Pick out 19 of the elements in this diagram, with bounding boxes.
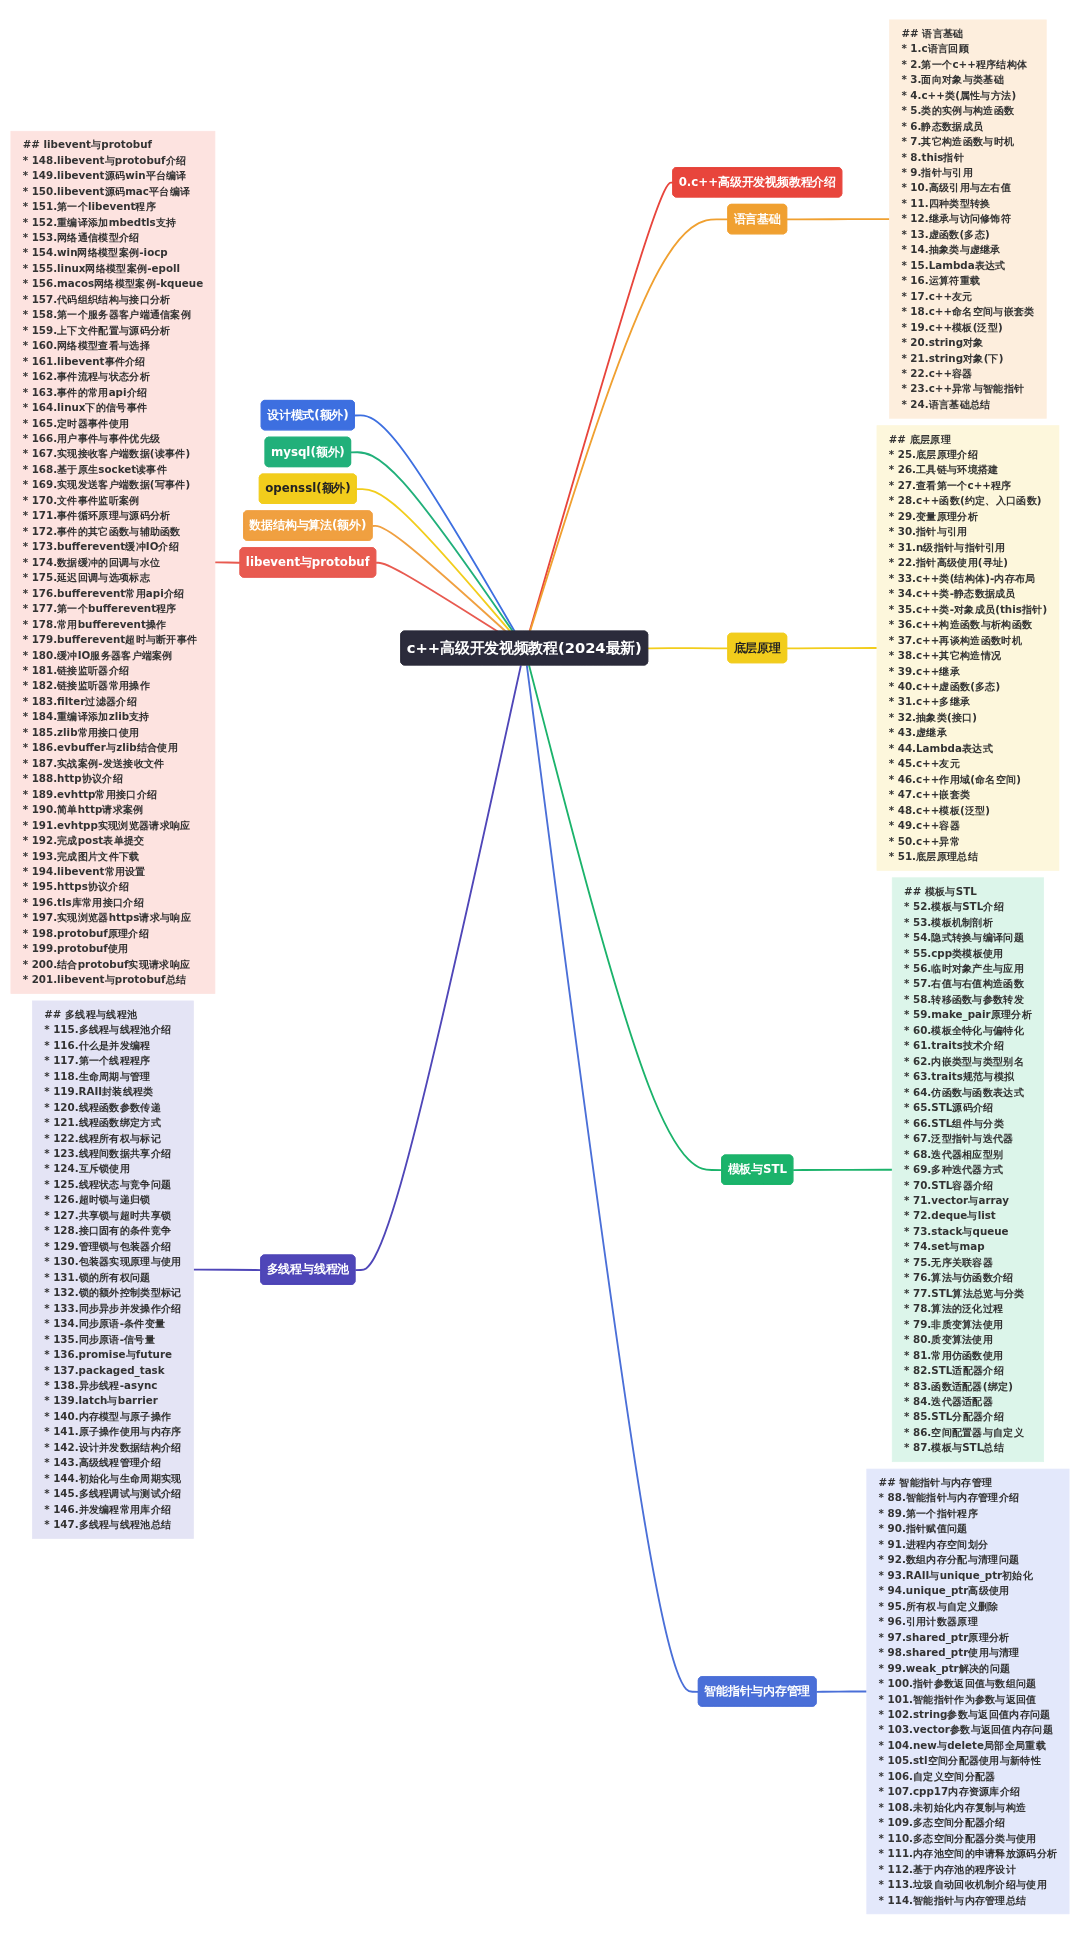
connector [792,1168,894,1172]
connector [815,1690,868,1693]
connector [786,218,891,221]
node-box [876,425,1060,871]
mind-map: c++高级开发视频教程(2024最新) 0.c++高级开发视频教程介绍 语言基础 ## 语言基础 * 1.c语言回顾 * 2.第一个c++程序结构体 * 3.面向对象与类基础 * 4.c++类(属性与方法) * 5.类的实例与构造函数 * 6.静态数据成员 * 7.其它构造函数与时机 * 8.this指针 * 9.指针与引用 * 10.高级引用与左右值 * 11.四种类型转换 * 12.继承与访问修饰符 * 13.虚函数(多态) * 14.抽象类与虚继承 * 15.Lambda表达式 * 16.运算符重载 * 17.c++友元 * 18.c++命名空间与嵌套类 * 19.c++模板(泛型) * 20.string对象 * 21.string对象(下) * 22.c++容器 * 23.c++异常与智能指针 * 24.语言基础总结 底层原理 ## 底层原理 * 25.底层原理介绍 * 26.工具链与环境搭建 * 27.查看第一个c++程序 * 28.c++函数(约定、入口函数) * 29.变量原理分析 * 30.指针与引用 * 31.n级指针与指针引用 * 22.指针高级使用(寻址) * 33.c++类(结构体)-内存布局 * 34.c++类-静态数据成员 * 35.c++类-对象成员(this指针) * 36.c++构造函数与析构函数 * 37.c++再谈构造函数时机 * 38.c++其它构造情况 * 39.c++继承 * 40.c++虚函数(多态) * 31.c++多继承 * 32.抽象类(接口) * 43.虚继承 * 44.Lambda表达式 * 45.c++友元 * 46.c++作用域(命名空间) * 47.c++嵌套类 * 48.c++模板(泛型) * 49.c++容器 * 50.c++异常 * 51.底层原理总结 模板与STL ## 模板与STL * 52.模板与STL介绍 * 53.模板机制剖析 * 54.隐式转换与编译问题 * 55.cpp类模板使用 * 56.临时对象产生与应用 * 57.右值与右值构造函数 * 58.转移函数与参数转发 * 59.make_pair原理分析 * 60.模板全特化与偏特化 * 61.traits技术介绍 * 62.内嵌类型与类型别名 * 63.traits规范与模拟 * 64.仿函数与函数表达式 * 65.STL源码介绍 * 66.STL组件与分类 * 67.泛型指针与迭代器 * 68.迭代器相应型别 * 69.多种迭代器方式 * 70.STL容器介绍 * 71.vector与array * 72.deque与list * 73.stack与queue * 74.set与map * 75.无序关联容器 * 76.算法与仿函数介绍 * 77.STL算法总览与分类 * 78.算法的泛化过程 * 79.非质变算法使用 * 80.质变算法使用 * 81.常用仿函数使用 * 82.STL适配器介绍 * 83.函数适配器(绑定) * 84.迭代器适配器 * 85.STL分配器介绍 * 86.空间配置器与自定义 * 87.模板与STL总结 智能指针与内存管理 ## 智能指针与内存管理 * 88.智能指针与内存管理介绍 * 89.第一个指针程序 * 90.指针赋值问题 * 91.进程内存空间划分 * 92.数组内存分配与清理问题 * 93.RAII与unique_ptr初始化 * 94.unique_ptr高级使用 * 95.所有权与自定义删除 * 96.引用计数器原理 * 97.shared_ptr原理分析 * 98.shared_ptr使用与清理 * 99.weak_ptr解决的问题 * 100.指针参数返回值与数组问题 * 101.智能指针作为参数与返回值 * 102.string参数与返回值内存问题 * 103.vector参数与返回值内存问题 * 104.new与delete局部全局重载 * 105.stl空间分配器使用与新特性 * 106.自定义空间分配器 * 107.cpp17内存资源库介绍 * 108.未初始化内存复制与构造 * 109.多态空间分配器介绍 * 110.多态空间分配器分类与使用 * 111.内存池空间的申请释放源码分析 * 112.基于内存池的程序设计 * 113.垃圾自动回收机制介绍与使用 * 114.智能指针与内存管理总结 设计模式(额外) mysql(额外) openssl(额外) 数据结构与算法(额外) libevent与protobuf ## libevent与protobuf * 148.libevent与protobuf介绍 * 149.libevent源码win平台编译 * 150.libevent源码mac平台编译 * 151.第一个libevent程序 * 152.重编译添加mbedtls支持 * 153.网络通信模型介绍 * 154.win网络模型案例-iocp * 155.linux网络模型案例-epoll * 156.macos网络模型案例-kqueue * 157.代码组织结构与接口分析 * 158.第一个服务器客户端通信案例 * 159.上下文件配置与源码分析 * 160.网络模型查看与选择 * 161.libevent事件介绍 * 162.事件流程与状态分析 * 163.事件的常用api介绍 * 164.linux下的信号事件 * 165.定时器事件使用 * 166.用户事件与事件优先级 * 167.实现接收客户端数据(读事件) * 168.基于原生socket读事件 * 169.实现发送客户端数据(写事件) * 170.文件事件监听案例 * 171.事件循环原理与源码分析 * 172.事件的其它函数与辅助函数 * 173.bufferevent缓冲IO介绍 * 174.数据缓冲的回调与水位 * 175.延迟回调与选项标志 * 176.bufferevent常用api介绍 * 177.第一个bufferevent程序 * 178.常用bufferevent操作 * 179.bufferevent超时与断开事件 * 180.缓冲IO服务器客户端案例 * 181.链接监听器介绍 * 182.链接监听器常用操作 * 183.filter过滤器介绍 * 184.重编译添加zlib支持 * 185.zlib常用接口使用 * 186.evbuffer与zlib结合使用 * 187.实战案例-发送接收文件 * 188.http协议介绍 * 189.evhttp常用接口介绍 * 190.简单http请求案例 * 191.evhtpp实现浏览器请求响应 * 192.完成post表单提交 * 193.完成图片文件下载 * 194.libevent常用设置 * 195.https协议介绍 * 196.tls库常用接口介绍 * 197.实现浏览器https请求与响应 * 198.protobuf原理介绍 * 199.protobuf使用 * 200.结合protobuf实现请求响应 * 201.libevent与protobuf总结 多线程与线程池 ## 多线程与线程池 * 115.多线程与线程池介绍 * 116.什么是并发编程 * 117.第一个线程程序 * 118.生命周期与管理 * 119.RAII封装线程类 * 120.线程函数参数传递 * 121.线程函数绑定方式 * 122.线程所有权与标记 * 123.线程间数据共享介绍 * 124.互斥锁使用 * 125.线程状态与竞争问题 * 126.超时锁与递归锁 * 127.共享锁与超时共享锁 * 128.接口固有的条件竞争 * 129.管理锁与包装器介绍 * 130.包装器实现原理与使用 * 131.锁的所有权问题 * 132.锁的额外控制类型标记 * 133.同步异步并发操作介绍 * 134.同步原语-条件变量 * 135.同步原语-信号量 * 136.promise与future * 137.packaged_task * 138.异步线程-async * 139.latch与barrier * 140.内存模型与原子操作 * 141.原子操作使用与内存序 * 142.设计并发数据结构介绍 * 143.高级线程管理介绍 * 144.初始化与生命周期实现 * 145.多线程调试与测试介绍 * 146.并发编程常用库介绍 * 147.多线程与线程池总结 [5,14,1075,1920]
connector [355,488,512,633]
connector [353,414,516,633]
connector [786,647,878,650]
node-box [866,1468,1070,1915]
connector [525,664,700,1693]
connector [371,525,507,633]
node-box [891,877,1045,1463]
connector [354,664,522,1272]
node-box [32,1000,194,1539]
node-box [10,131,216,995]
node-box [889,19,1047,419]
connector [375,561,499,633]
connector [528,664,723,1172]
connector [350,451,514,633]
